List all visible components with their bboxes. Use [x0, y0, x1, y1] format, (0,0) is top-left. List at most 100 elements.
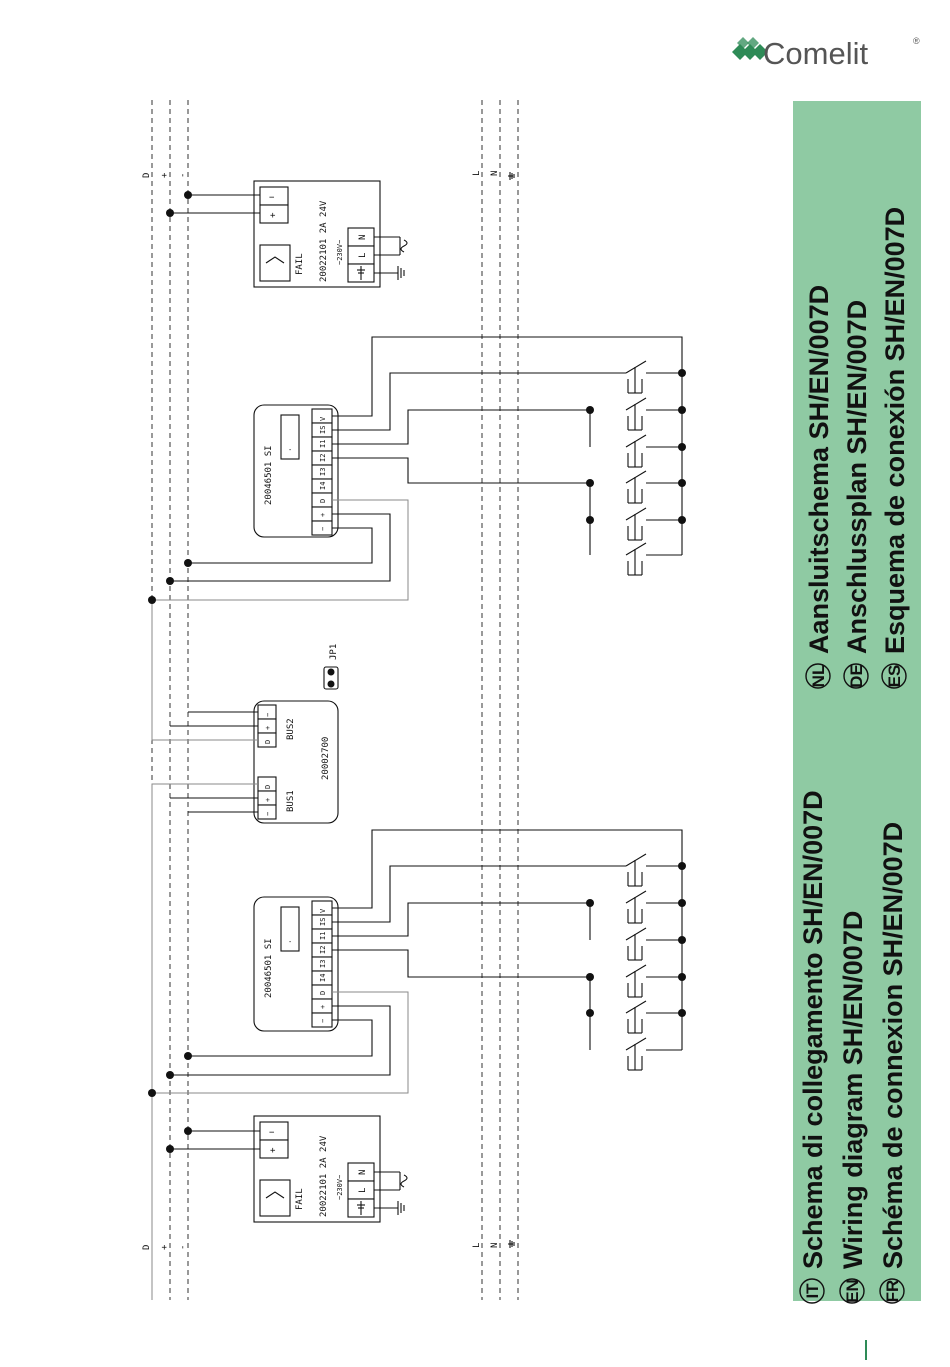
lang-badge-es-label: ES: [885, 665, 904, 688]
lang-badge-nl: [805, 663, 831, 689]
ps-top-voltage: ~230V~: [336, 240, 344, 265]
pushbutton-icon: [625, 964, 682, 998]
svg-text:L: L: [358, 1188, 368, 1193]
title-band-content: IT Schema di collegamento SH/EN/007D EN …: [798, 207, 910, 1304]
pushbutton-icon: [625, 470, 682, 504]
interface-bottom-terminals: V IS I1 I2 I3 I4 D + −: [311, 900, 333, 1028]
svg-text:I3: I3: [319, 960, 327, 968]
rail-label-minus-bottom: -: [178, 1245, 188, 1250]
ps-top-term-plus: [259, 204, 289, 224]
lang-badge-nl-label: NL: [809, 665, 828, 688]
interface-bottom-display: [280, 906, 300, 952]
pushbutton-icon: [625, 853, 682, 887]
svg-text:−: −: [264, 812, 272, 816]
actuator-bus2: BUS2: [286, 718, 296, 740]
lang-badge-en: [839, 1278, 865, 1304]
svg-text:IS: IS: [319, 426, 327, 434]
svg-text:I2: I2: [319, 454, 327, 462]
ac-source-icon: [399, 1172, 408, 1190]
pushbutton-icon: [625, 360, 682, 394]
actuator-bus1: BUS1: [286, 790, 296, 812]
svg-text:IS: IS: [319, 918, 327, 926]
title-de: Anschlussplan SH/EN/007D: [842, 300, 872, 654]
title-fr: Schéma de connexion SH/EN/007D: [878, 822, 908, 1269]
svg-text:JP1: JP1: [329, 644, 339, 660]
svg-text:I4: I4: [319, 482, 327, 490]
ac-source-icon: [399, 237, 408, 255]
interface-top: - 20046501 SI V IS I1 I2 I3 I4 D + −: [253, 404, 339, 538]
jumper-jp1: JP1: [323, 644, 339, 690]
title-nl: Aansluitschema SH/EN/007D: [804, 285, 834, 654]
actuator-module: − + D BUS2 D + − BUS1 20002700: [253, 700, 339, 824]
svg-text:D: D: [264, 785, 272, 789]
junction-dots: [148, 191, 686, 1153]
wiring: [151, 194, 683, 1300]
earth-rail-bottom-icon: [508, 1240, 515, 1248]
lang-badge-de-label: DE: [847, 664, 866, 688]
ps-bottom-fail: FAIL: [295, 1188, 305, 1210]
rail-label-minus-top: -: [178, 173, 188, 178]
logo-registered-mark: ®: [913, 36, 920, 46]
lang-badge-es: [881, 663, 907, 689]
ps-top-fail: FAIL: [295, 253, 305, 275]
title-es: Esquema de conexión SH/EN/007D: [880, 207, 910, 654]
svg-text:−: −: [319, 527, 327, 531]
rail-label-l-top: L: [472, 171, 482, 176]
pushbutton-icon: [625, 1037, 682, 1071]
svg-text:V: V: [319, 908, 327, 913]
ps-top-part-no: 20022101 2A 24V: [319, 200, 329, 282]
rail-label-d-bottom: D: [142, 1245, 152, 1250]
svg-text:N: N: [358, 1170, 368, 1175]
svg-text:I1: I1: [319, 440, 327, 448]
svg-text:I1: I1: [319, 932, 327, 940]
actuator-part-no: 20002700: [321, 737, 331, 780]
earth-icon: [397, 266, 405, 280]
svg-text:I4: I4: [319, 974, 327, 982]
svg-text:−: −: [264, 713, 272, 717]
pushbutton-icon: [625, 927, 682, 961]
switch-bank-top: [589, 373, 683, 555]
svg-text:N: N: [358, 235, 368, 240]
svg-text:+: +: [319, 1005, 327, 1009]
title-band: [793, 101, 921, 1301]
earth-rail-top-icon: [508, 172, 515, 180]
svg-text:D: D: [319, 499, 327, 503]
interface-top-terminals: V IS I1 I2 I3 I4 D + −: [311, 408, 333, 536]
svg-text:+: +: [319, 513, 327, 517]
power-supply-top: − + FAIL 20022101 2A 24V ~230V~ N L: [253, 180, 408, 288]
rail-labels: D + - L N D + - L N: [142, 171, 515, 1250]
svg-text:−: −: [319, 1019, 327, 1023]
ps-bottom-part-no: 20022101 2A 24V: [319, 1135, 329, 1217]
svg-text:-: -: [288, 446, 292, 454]
earth-icon: [397, 1201, 405, 1215]
page-marker: [865, 1340, 867, 1360]
rail-label-l-bottom: L: [472, 1243, 482, 1248]
svg-text:L: L: [358, 253, 368, 258]
svg-text:I3: I3: [319, 468, 327, 476]
svg-text:+: +: [264, 798, 272, 802]
svg-text:+: +: [270, 1146, 276, 1156]
comelit-logo-mark-icon: [732, 37, 768, 60]
pushbutton-icon: [625, 507, 682, 541]
logo-wordmark: Comelit: [763, 36, 868, 71]
interface-bottom: - 20046501 SI V IS I1 I2 I3 I4 D + −: [253, 896, 339, 1032]
pushbutton-icon: [625, 397, 682, 431]
fail-relay-icon: [259, 1179, 291, 1217]
rail-label-plus-top: +: [160, 172, 170, 178]
svg-text:−: −: [269, 1128, 275, 1138]
pushbutton-icon: [625, 542, 682, 576]
lang-badge-en-label: EN: [843, 1279, 862, 1303]
lang-badge-it: [799, 1278, 825, 1304]
svg-text:-: -: [288, 938, 292, 946]
switch-bank-bottom: [589, 866, 683, 1050]
rail-label-plus-bottom: +: [160, 1244, 170, 1250]
svg-text:−: −: [269, 193, 275, 203]
pushbutton-icon: [625, 434, 682, 468]
interface-top-part-no: 20046501 SI: [264, 445, 274, 505]
rail-label-n-bottom: N: [490, 1243, 500, 1248]
ps-bottom-voltage: ~230V~: [336, 1175, 344, 1200]
pushbutton-icon: [625, 1000, 682, 1034]
rail-label-d-top: D: [142, 173, 152, 178]
svg-text:D: D: [319, 991, 327, 995]
